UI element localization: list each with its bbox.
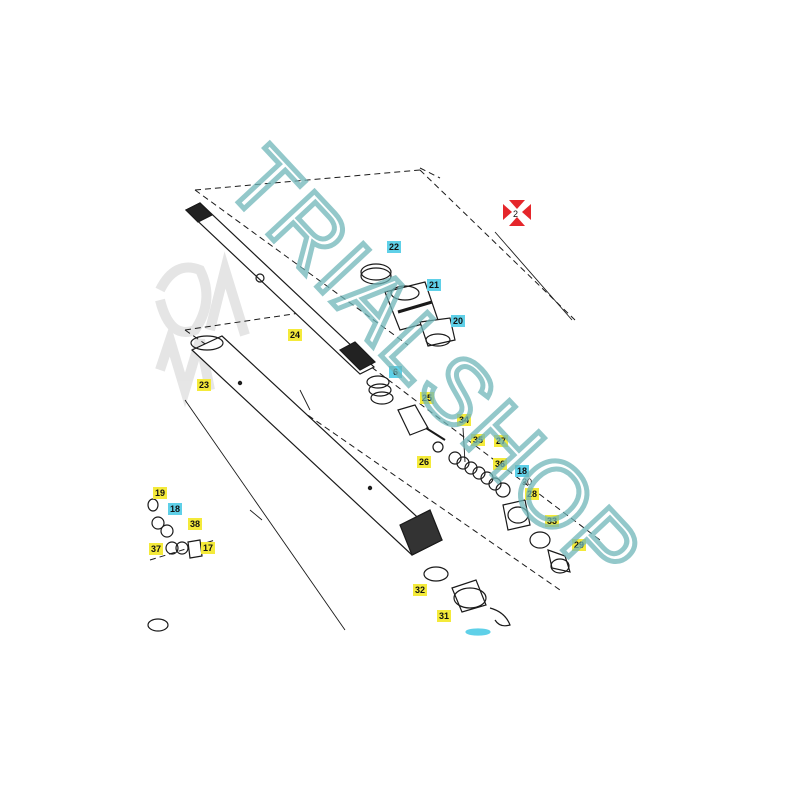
- shim-stack: [448, 451, 511, 498]
- callout-18-left: 18: [168, 503, 183, 515]
- callout-17: 17: [201, 542, 216, 554]
- outer-leg: [190, 335, 444, 556]
- callout-29: 29: [572, 539, 587, 551]
- callout-20: 20: [451, 315, 466, 327]
- callout-36: 36: [493, 458, 508, 470]
- callout-6: 6: [389, 366, 402, 378]
- callout-19: 19: [153, 487, 168, 499]
- callout-23: 23: [197, 379, 212, 391]
- callout-38: 38: [188, 518, 203, 530]
- callout-31: 31: [437, 610, 452, 622]
- callout-27: 27: [494, 435, 509, 447]
- leader-lines: [184, 231, 573, 631]
- upper-tube: [184, 202, 376, 375]
- callout-21: 21: [427, 279, 442, 291]
- callout-26: 26: [417, 456, 432, 468]
- callout-33: 33: [545, 515, 560, 527]
- callout-18: 18: [515, 465, 530, 477]
- callout-35: 35: [471, 434, 486, 446]
- callout-37: 37: [149, 543, 164, 555]
- callout-22: 22: [387, 241, 402, 253]
- spring-and-valve: [366, 375, 446, 453]
- callout-25: 25: [420, 392, 435, 404]
- marker-icon: [503, 200, 531, 226]
- callout-32: 32: [413, 584, 428, 596]
- seal-parts: [423, 566, 511, 636]
- callout-30: 30: [522, 477, 533, 487]
- callout-2: 2: [512, 209, 518, 219]
- callout-34: 34: [457, 414, 472, 426]
- top-cap-parts: [360, 263, 456, 347]
- callout-28: 28: [525, 488, 540, 500]
- callout-24: 24: [288, 329, 303, 341]
- piston-parts: [502, 499, 571, 574]
- axle-small-parts: [147, 498, 203, 632]
